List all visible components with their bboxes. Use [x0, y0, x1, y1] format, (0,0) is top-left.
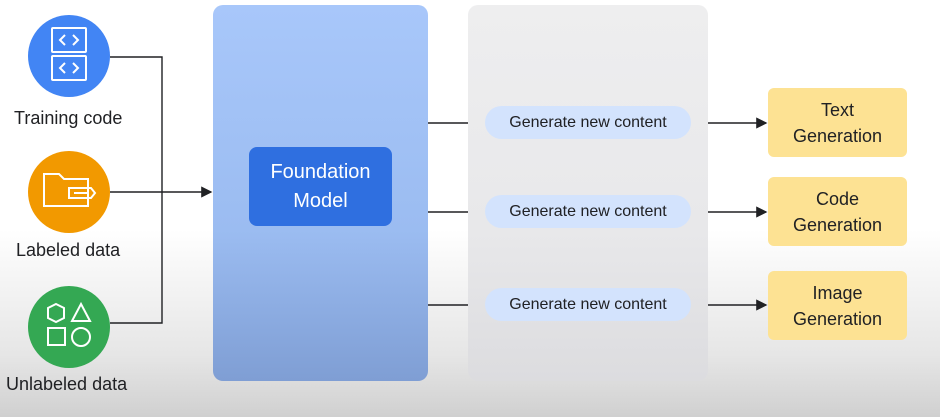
labeled-data-circle: [28, 151, 110, 233]
generate-pill-image: Generate new content: [485, 288, 691, 321]
output-line1: Image: [812, 282, 863, 303]
labeled-folder-icon: [41, 170, 97, 215]
output-line1: Code: [815, 188, 860, 209]
output-line2: Generation: [792, 214, 883, 235]
connector-training: [110, 56, 163, 192]
generation-panel: [468, 5, 708, 381]
unlabeled-data-label: Unlabeled data: [6, 374, 128, 394]
generate-pill-text: Generate new content: [485, 106, 691, 139]
labeled-data-label: Labeled data: [16, 240, 121, 260]
model-title-line2: Model: [293, 189, 348, 212]
output-line2: Generation: [792, 308, 883, 329]
generate-pill-code: Generate new content: [485, 195, 691, 228]
output-line1: Text: [820, 99, 854, 120]
unlabeled-data-circle: [28, 286, 110, 368]
shapes-icon: [46, 301, 92, 353]
text-generation-box: Text Generation: [768, 88, 907, 157]
code-blocks-icon: [50, 26, 88, 87]
training-code-circle: [28, 15, 110, 97]
output-line2: Generation: [792, 125, 883, 146]
code-generation-box: Code Generation: [768, 177, 907, 246]
training-code-label: Training code: [14, 108, 123, 128]
model-title-line1: Foundation: [270, 160, 371, 183]
connector-unlabeled: [110, 192, 163, 324]
image-generation-box: Image Generation: [768, 271, 907, 340]
foundation-model-box: Foundation Model: [249, 147, 392, 226]
